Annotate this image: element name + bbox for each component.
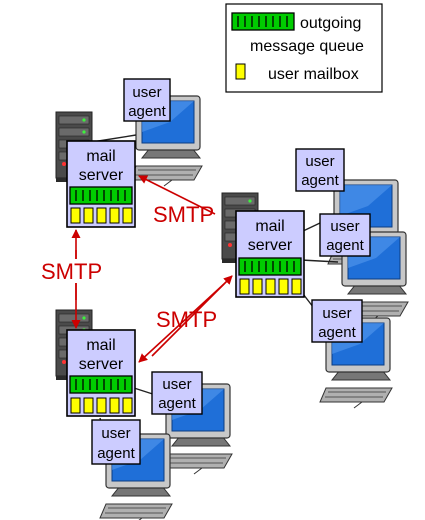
user-agent-label-line1: user [101, 425, 130, 442]
smtp-label: SMTP [41, 259, 102, 284]
mail-server-label-line1: mail [86, 337, 115, 354]
user-agent-label-line1: user [330, 218, 359, 235]
smtp-label: SMTP [153, 202, 214, 227]
mail-server-label-line2: server [79, 356, 124, 373]
mail-server-3: mail server [66, 329, 136, 417]
legend-mailbox-label: user mailbox [268, 66, 359, 83]
smtp-arrow-server3-to-server2-return [138, 283, 225, 363]
user-agent-label-line2: agent [326, 237, 364, 254]
smtp-label: SMTP [156, 307, 217, 332]
user-agent-label-line2: agent [97, 445, 135, 462]
mail-server-label-line1: mail [86, 148, 115, 165]
mail-server-label-line2: server [79, 167, 124, 184]
legend: outgoing message queue user mailbox [225, 3, 383, 93]
legend-mailbox-swatch [235, 63, 246, 80]
outgoing-message-queue [238, 257, 302, 276]
mail-server-label-line1: mail [255, 218, 284, 235]
user-agent-4: user agent [311, 299, 363, 343]
smtp-arrow-server2-to-server1 [138, 175, 216, 215]
mail-server-2: mail server [235, 210, 305, 298]
mail-server-1: mail server [66, 140, 136, 228]
smtp-label-bg [40, 259, 110, 283]
legend-queue-label-line1: outgoing [300, 15, 361, 32]
user-agent-5: user agent [151, 371, 203, 415]
user-agent-label-line1: user [322, 305, 351, 322]
user-agent-6: user agent [91, 419, 141, 465]
user-mailboxes [70, 207, 133, 224]
user-agent-label-line1: user [305, 153, 334, 170]
user-agent-label-line2: agent [301, 172, 339, 189]
user-mailboxes [70, 397, 133, 414]
outgoing-message-queue [69, 186, 133, 205]
user-agent-label-line2: agent [318, 324, 356, 341]
user-agent-1: user agent [123, 78, 171, 122]
legend-queue-swatch [231, 12, 295, 31]
user-agent-3: user agent [319, 213, 371, 257]
outgoing-message-queue [69, 375, 133, 394]
mail-server-label-line2: server [248, 237, 293, 254]
user-agent-label-line1: user [162, 376, 191, 393]
legend-queue-label-line2: message queue [250, 38, 364, 55]
user-mailboxes [239, 278, 302, 295]
user-agent-label-line1: user [132, 84, 161, 101]
user-agent-label-line2: agent [128, 103, 166, 120]
user-agent-label-line2: agent [158, 395, 196, 412]
user-agent-2: user agent [295, 148, 345, 192]
